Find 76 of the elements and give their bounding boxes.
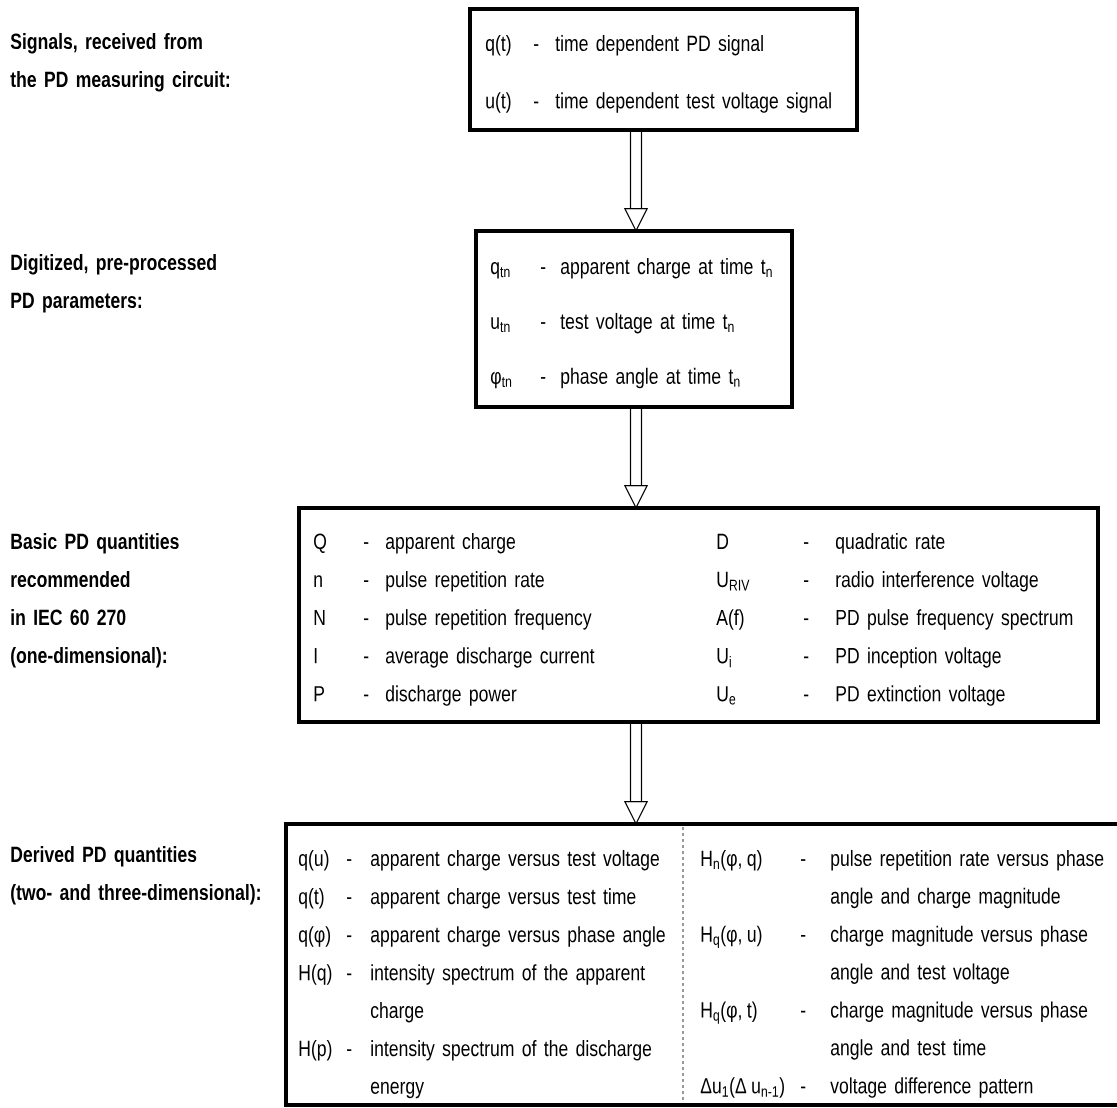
symbol-text: U$_{RIV}$ [717, 571, 750, 591]
separator-dash: - [801, 1010, 806, 1013]
symbol-text: q(u) [298, 849, 329, 871]
separator-dash: - [804, 656, 809, 659]
symbol-text: q(t) [485, 34, 511, 56]
separator-dash: - [347, 859, 352, 861]
separator-dash: - [347, 935, 352, 938]
symbol-text: U$_{e}$ [717, 686, 736, 705]
description-text: test voltage at time t$_{n}$ [560, 312, 734, 334]
symbol-text: u(t) [486, 92, 511, 113]
symbol-text: q$_{tn}$ [490, 262, 510, 279]
separator-dash: - [364, 694, 369, 697]
process-box [468, 7, 859, 132]
symbol-text: H(p) [299, 1040, 332, 1061]
description-text: PD extinction voltage [836, 685, 1005, 706]
separator-dash: - [541, 377, 546, 379]
description-text: apparent charge [385, 532, 515, 554]
symbol-text: Q [314, 533, 327, 554]
symbol-text: H(q) [299, 964, 332, 985]
symbol-text: φ$_{tn}$ [490, 371, 512, 389]
description-text: voltage difference pattern [830, 1077, 1033, 1098]
description-text: radio interference voltage [836, 571, 1038, 592]
side-label: Derived PD quantities (two- and three-dimensional): [11, 845, 260, 905]
description-text: quadratic rate [835, 532, 945, 554]
separator-dash: - [534, 101, 539, 104]
description-text: apparent charge versus test voltage [370, 849, 659, 871]
symbol-text: A(f) [716, 609, 744, 630]
symbol-text: U$_{i}$ [717, 648, 731, 668]
separator-dash: - [541, 267, 546, 269]
process-box [284, 822, 1117, 1107]
symbol-text: N [314, 609, 325, 626]
description-text: PD pulse frequency spectrum [836, 609, 1073, 630]
symbol-text: q(φ) [298, 926, 330, 947]
separator-dash: - [364, 580, 369, 582]
separator-dash: - [801, 1086, 806, 1089]
description-text: average discharge current [385, 647, 595, 668]
separator-dash: - [347, 1049, 352, 1051]
symbol-text: H$_{q}$(φ, u) [701, 925, 762, 948]
symbol-text: D [717, 533, 729, 549]
separator-dash: - [804, 694, 809, 697]
symbol-text: P [314, 686, 324, 702]
description-text: apparent charge versus phase angle [370, 926, 665, 947]
separator-dash: - [804, 542, 809, 544]
separator-dash: - [364, 618, 369, 621]
symbol-text: H$_{q}$(φ, t) [701, 1001, 757, 1024]
separator-dash: - [347, 973, 352, 976]
process-box [297, 506, 1100, 724]
separator-dash: - [804, 618, 809, 621]
side-label: Digitized, pre-processed PD parameters: [11, 253, 216, 313]
side-label: Basic PD quantities recommended in IEC 60 270 (one-dimensional): [11, 532, 179, 668]
separator-dash: - [804, 580, 809, 582]
description-text: discharge power [385, 685, 517, 706]
description-text: pulse repetition rate [386, 571, 544, 592]
separator-dash: - [534, 44, 539, 46]
description-text: apparent charge versus test time [370, 888, 636, 909]
symbol-text: I [314, 648, 317, 664]
symbol-text: Δu$_{1}$(Δ u$_{n-1}$) [700, 1077, 784, 1098]
separator-dash: - [541, 322, 546, 324]
symbol-text: u$_{tn}$ [491, 317, 510, 333]
description-text: phase angle at time t$_{n}$ [561, 367, 740, 389]
separator-dash: - [347, 897, 352, 899]
description-text: time dependent PD signal [555, 34, 763, 56]
separator-dash: - [364, 656, 369, 659]
description-text: apparent charge at time t$_{n}$ [560, 258, 772, 279]
separator-dash: - [364, 542, 369, 544]
symbol-text: H$_{n}$(φ, q) [701, 849, 762, 871]
process-box [474, 229, 794, 409]
description-text: intensity spectrum of the discharge energy [370, 1040, 652, 1099]
description-text: time dependent test voltage signal [555, 92, 831, 113]
separator-dash: - [801, 935, 806, 937]
symbol-text: q(t) [298, 888, 324, 909]
side-label: Signals, received from the PD measuring circuit: [10, 32, 229, 92]
separator-dash: - [801, 859, 806, 861]
description-text: pulse repetition frequency [386, 609, 592, 630]
description-text: PD inception voltage [836, 647, 1001, 668]
symbol-text: n [314, 575, 322, 587]
